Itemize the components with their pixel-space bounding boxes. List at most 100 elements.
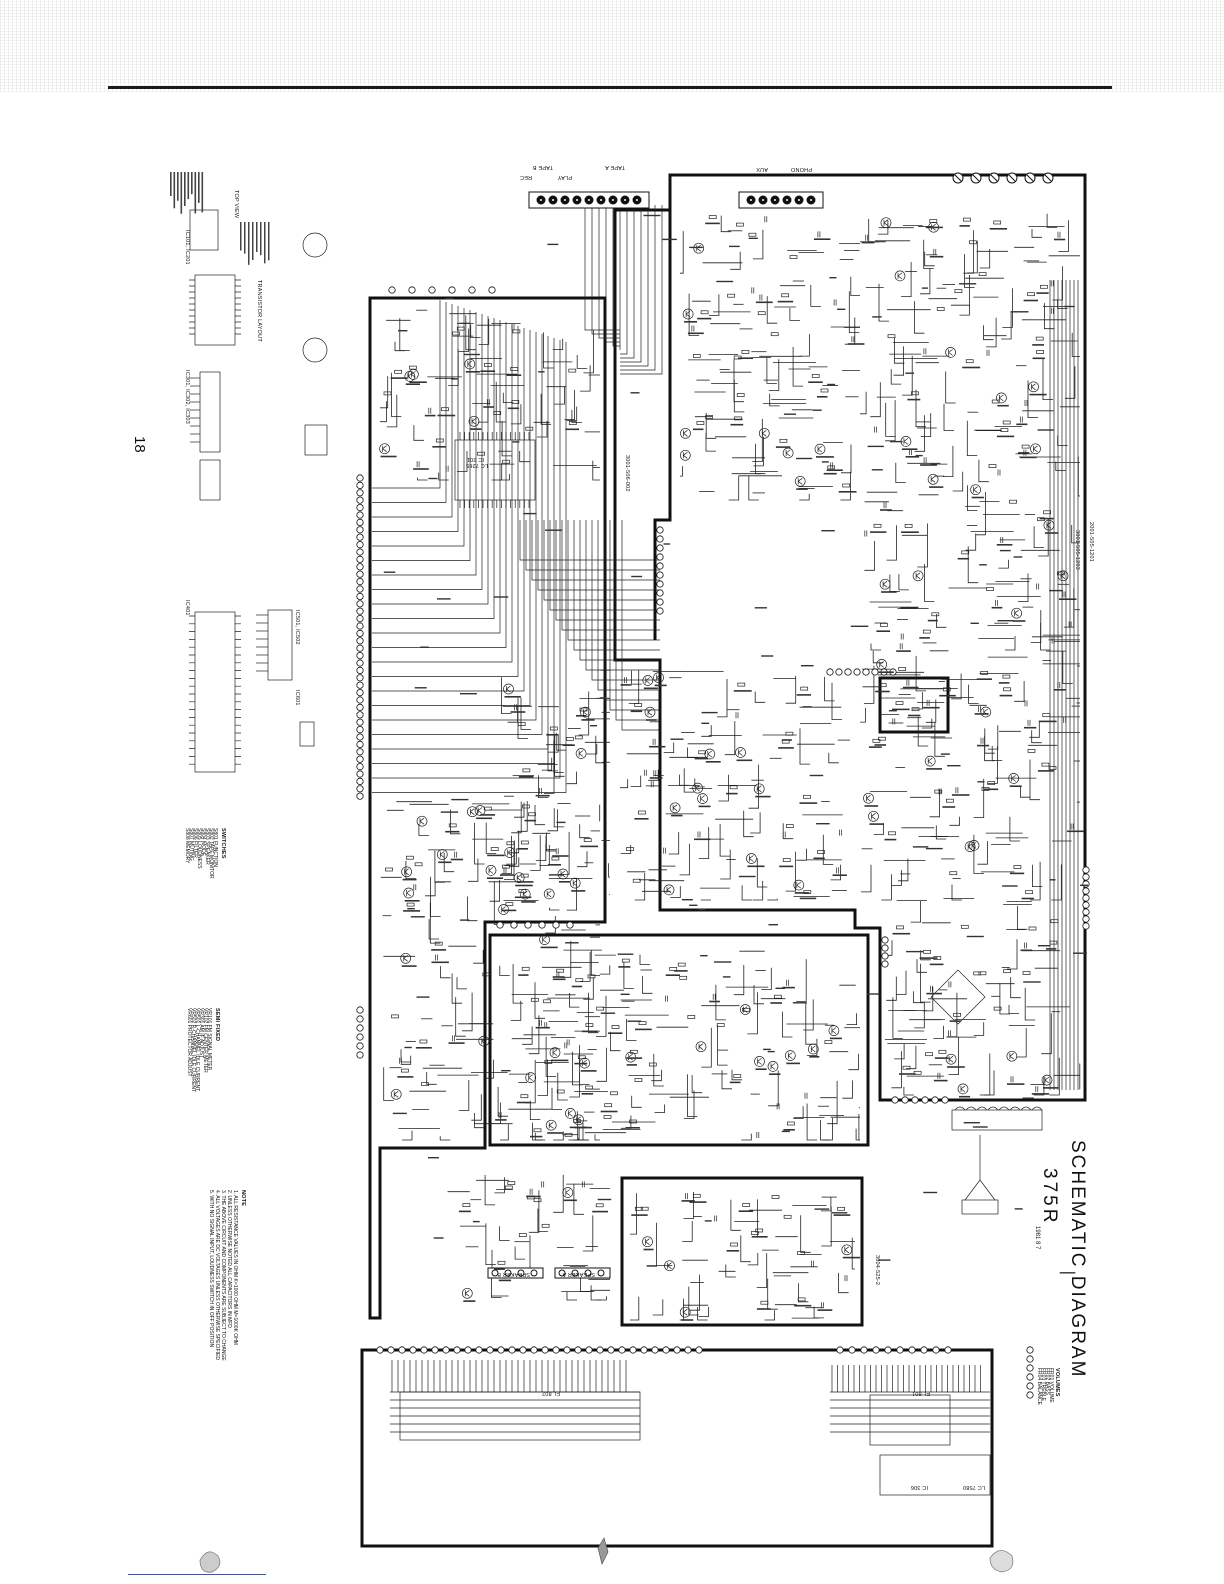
- resistor: [1013, 865, 1022, 869]
- part-label-mark: [1009, 785, 1022, 787]
- circuit-wire: [914, 1001, 925, 1029]
- circuit-wire: [848, 291, 860, 333]
- jack-strip: [738, 191, 824, 209]
- resistor: [911, 707, 920, 712]
- circuit-wire: [642, 975, 653, 994]
- value-label-mark: [837, 308, 846, 310]
- transistor: [863, 792, 874, 804]
- value-label-mark: [407, 908, 415, 910]
- transistor-leads: [403, 955, 408, 962]
- circuit-wire: [968, 684, 979, 704]
- transistor: [912, 570, 924, 582]
- circuit-wire: [796, 848, 807, 861]
- circuit-wire: [903, 1086, 914, 1096]
- connector-pin: [651, 1346, 659, 1354]
- value-label-mark: [460, 693, 477, 695]
- connector-pin: [538, 921, 546, 929]
- connector-pin: [826, 668, 834, 676]
- circuit-wire: [858, 1114, 860, 1141]
- value-label-mark: [437, 598, 451, 600]
- speaker-b-label: SPEAKER B: [497, 1271, 530, 1277]
- circuit-wire: [620, 844, 632, 854]
- circuit-wire: [850, 276, 860, 296]
- rca-jack-center: [539, 198, 543, 202]
- circuit-wire: [983, 325, 994, 341]
- circuit-wire: [789, 308, 800, 321]
- part-label-mark: [483, 406, 494, 408]
- circuit-wire: [860, 707, 866, 723]
- resistor: [414, 862, 423, 867]
- binder-hole: [199, 1551, 221, 1573]
- transistor-leads: [656, 674, 661, 681]
- transistor-leads: [516, 874, 522, 881]
- circuit-wire: [1031, 730, 1042, 744]
- circuit-wire: [631, 670, 642, 685]
- circuit-wire: [545, 835, 556, 851]
- transistor-leads: [883, 219, 889, 226]
- resistor: [507, 1181, 516, 1185]
- part-label-mark: [896, 650, 911, 652]
- ac-plug: [961, 1199, 999, 1215]
- value-label-mark: [827, 383, 836, 386]
- circuit-wire: [914, 415, 925, 452]
- circuit-wire: [861, 864, 872, 893]
- resistor: [987, 781, 996, 785]
- resistor: [820, 388, 829, 393]
- connector-pin: [1026, 1355, 1034, 1363]
- value-label-mark: [912, 846, 929, 848]
- circuit-wire: [588, 992, 599, 1034]
- circuit-wire: [855, 1128, 860, 1141]
- scan-rule: [108, 86, 1112, 89]
- connector-pin: [356, 696, 364, 704]
- connector-pin: [695, 1346, 703, 1354]
- rca-jack-center: [563, 198, 567, 202]
- part-label-mark: [626, 1064, 637, 1066]
- value-label-mark: [809, 774, 824, 777]
- circuit-wire: [400, 1049, 411, 1063]
- transistor: [704, 748, 716, 760]
- transistor-leads: [761, 430, 767, 437]
- part-label-mark: [495, 1119, 507, 1121]
- bus-line: [372, 330, 531, 706]
- connector-pin: [431, 1346, 439, 1354]
- bus-line: [372, 334, 543, 735]
- circuit-wire: [848, 1053, 859, 1071]
- circuit-wire: [596, 995, 607, 1037]
- transistor-leads: [960, 1085, 966, 1093]
- part-label-mark: [504, 696, 521, 698]
- part-label-mark: [480, 370, 495, 372]
- capacitor: [759, 294, 763, 301]
- part-label-mark: [1016, 423, 1028, 426]
- circuit-wire: [429, 902, 441, 944]
- circuit-wire: [517, 801, 528, 832]
- part-label-mark: [517, 848, 528, 850]
- resistor: [595, 1203, 604, 1208]
- resistor: [517, 722, 526, 726]
- circuit-wire: [470, 324, 481, 338]
- circuit-wire: [590, 950, 600, 976]
- resistor: [922, 629, 931, 634]
- circuit-wire: [519, 451, 530, 463]
- value-label-mark: [473, 1220, 480, 1223]
- transistor-leads: [548, 1121, 554, 1129]
- notes-heading: NOTE: [240, 1190, 246, 1207]
- capacitor: [1050, 280, 1054, 287]
- value-label-mark: [832, 1212, 848, 1214]
- capacitor: [529, 1188, 533, 1195]
- resistor: [895, 701, 904, 705]
- part-label-mark: [726, 792, 738, 795]
- connector-pin: [853, 668, 861, 676]
- resistor: [611, 1025, 620, 1029]
- transistor: [1043, 519, 1055, 531]
- capacitor: [930, 985, 933, 992]
- transistor-leads: [647, 708, 653, 716]
- resistor: [760, 1300, 769, 1305]
- resistor: [648, 1062, 657, 1067]
- part-label-mark: [976, 678, 992, 680]
- part-label-mark: [524, 819, 537, 822]
- connector-pin: [566, 921, 574, 929]
- bus-line: [372, 316, 489, 605]
- part-label-mark: [876, 630, 891, 632]
- circuit-wire: [889, 574, 900, 592]
- circuit-wire: [782, 823, 794, 840]
